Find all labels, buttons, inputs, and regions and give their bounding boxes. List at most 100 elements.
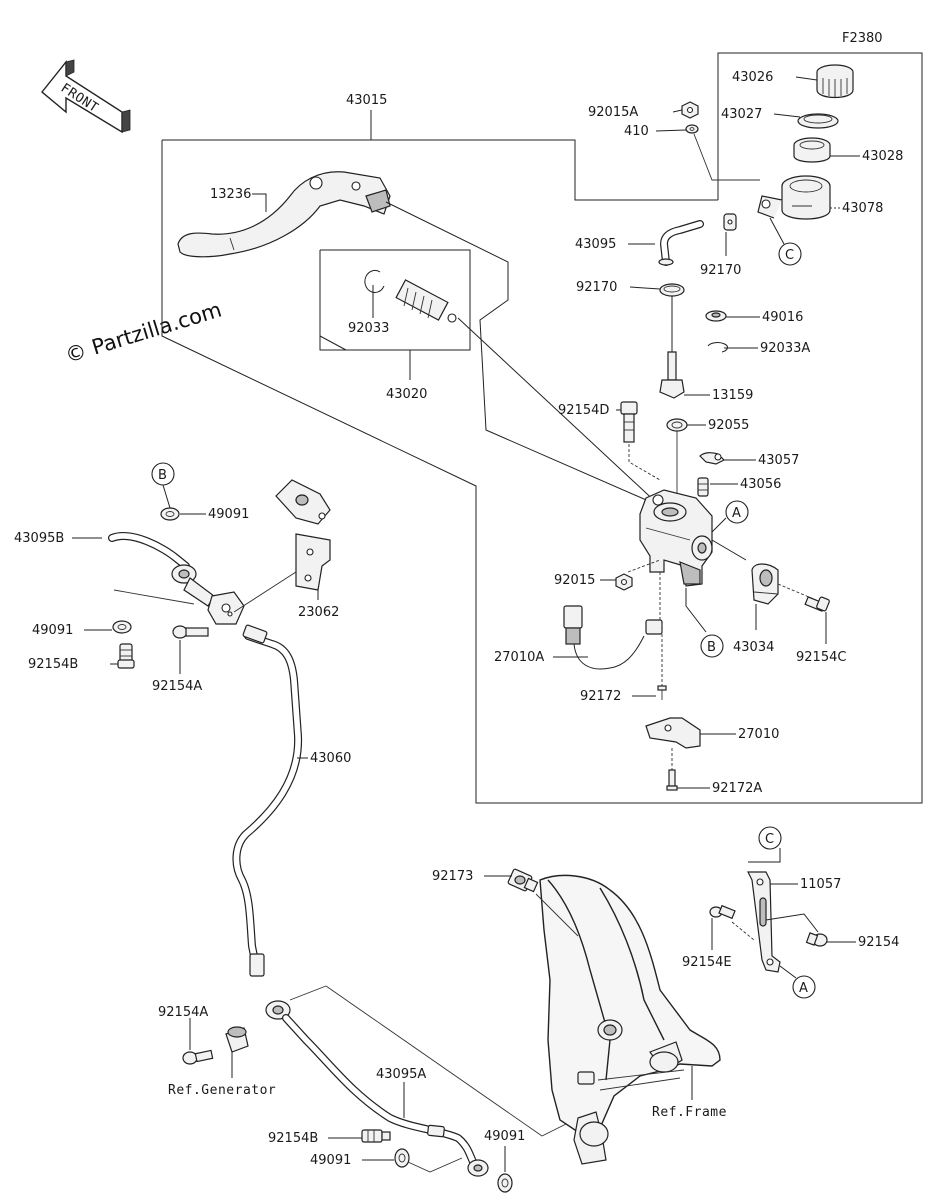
snap-ring-92033A (707, 342, 728, 353)
label-92033A: 92033A (760, 341, 810, 356)
label-92172: 92172 (580, 689, 621, 704)
watermark: © Partzilla.com (62, 297, 224, 367)
leader-410 (655, 129, 687, 132)
label-49091-lower-right: 49091 (484, 1129, 525, 1144)
label-ref-frame: Ref.Frame (652, 1105, 727, 1120)
clip-92170-right (723, 213, 737, 231)
bleeder-cap-43057 (699, 452, 726, 465)
label-43056: 43056 (740, 477, 781, 492)
leader-13236 (252, 193, 267, 212)
bracket-to-bolt-line (765, 913, 819, 933)
callout-c-top-label: C (785, 248, 794, 263)
label-43015: 43015 (346, 93, 387, 108)
washer-49091-left (112, 620, 132, 634)
frame-section (539, 874, 721, 1165)
label-49091-top: 49091 (208, 507, 249, 522)
label-43020: 43020 (386, 387, 427, 402)
label-92154B-left: 92154B (28, 657, 78, 672)
callout-b-lower-label: B (707, 640, 716, 655)
leader-43027 (773, 113, 801, 118)
callout-b-lower (700, 634, 724, 658)
piston-assembly (395, 279, 457, 323)
washer-410 (685, 124, 699, 134)
fitting-13159 (659, 351, 685, 399)
label-92154A-lower: 92154A (158, 1005, 208, 1020)
clamp-43034 (751, 563, 779, 605)
label-11057: 11057 (800, 877, 841, 892)
callout-a-lower-label: A (799, 981, 808, 996)
label-92015A: 92015A (588, 105, 638, 120)
label-ref-generator: Ref.Generator (168, 1083, 276, 1098)
label-43095: 43095 (575, 237, 616, 252)
label-43034: 43034 (733, 640, 774, 655)
label-92154A-left: 92154A (152, 679, 202, 694)
label-43078: 43078 (842, 201, 883, 216)
label-49091-lower-left: 49091 (310, 1153, 351, 1168)
label-92015: 92015 (554, 573, 595, 588)
label-43057: 43057 (758, 453, 799, 468)
label-92154E: 92154E (682, 955, 732, 970)
label-43028: 43028 (862, 149, 903, 164)
bushing-49016 (705, 310, 727, 322)
subbox-43020 (319, 249, 471, 351)
bolt-92154 (805, 932, 828, 947)
label-43060: 43060 (310, 751, 351, 766)
label-410: 410 (624, 124, 649, 139)
label-23062: 23062 (298, 605, 339, 620)
callout-a-lower (792, 975, 816, 999)
callout-c-lower-label: C (765, 832, 774, 847)
plate-43027 (797, 113, 839, 129)
label-27010: 27010 (738, 727, 779, 742)
switch-harness-27010A (563, 605, 663, 670)
reservoir-cap-43026 (816, 64, 854, 99)
leader-callout-b-lower (685, 588, 707, 633)
nut-92015 (615, 573, 633, 591)
label-13159: 13159 (712, 388, 753, 403)
callout-a-upper (725, 500, 749, 524)
clutch-lever-13236 (177, 171, 391, 258)
label-43095B: 43095B (14, 531, 64, 546)
switch-27010 (645, 717, 701, 749)
label-92170-right: 92170 (700, 263, 741, 278)
hose-43095A (265, 1000, 489, 1177)
assembly-box-top (162, 139, 718, 201)
leader-callout-a-lower (779, 965, 797, 979)
label-49091-left: 49091 (32, 623, 73, 638)
bolt-92154D (620, 401, 638, 443)
washer-49091-lower-right (497, 1173, 513, 1193)
label-92154C: 92154C (796, 650, 846, 665)
bolt-92154B-lower (361, 1129, 391, 1143)
diagram-code: F2380 (842, 31, 883, 46)
leader-callout-c-lower (748, 848, 781, 863)
screw-92172A (666, 769, 678, 791)
bolt-92154E (709, 904, 736, 920)
callout-a-upper-label: A (732, 506, 741, 521)
washer-to-reservoir (693, 133, 760, 181)
label-92170-left: 92170 (576, 280, 617, 295)
washer-49091-top (160, 507, 180, 521)
reservoir-43078 (757, 175, 831, 220)
sensor-92173 (507, 868, 539, 893)
bolt-92154B-left (117, 643, 135, 669)
bolt-92154D-axis (628, 444, 661, 481)
label-49016: 49016 (762, 310, 803, 325)
bolt-92154A-lower (182, 1049, 214, 1065)
label-92154: 92154 (858, 935, 899, 950)
leader-callout-b-left (162, 484, 171, 509)
label-92172A: 92172A (712, 781, 762, 796)
callout-c-top (778, 242, 802, 266)
nut-92015A (681, 101, 699, 119)
washer-92055 (666, 418, 688, 432)
leader-43026 (795, 76, 818, 81)
screw-92172 (657, 685, 667, 700)
assembly-box (161, 52, 923, 804)
diaphragm-43028 (793, 137, 831, 163)
label-43026: 43026 (732, 70, 773, 85)
label-92154B-lower: 92154B (268, 1131, 318, 1146)
washer-to-block-line (113, 589, 195, 605)
bracket-11057 (747, 871, 781, 973)
leader-callout-c (769, 217, 785, 245)
label-92173: 92173 (432, 869, 473, 884)
label-43095A: 43095A (376, 1067, 426, 1082)
